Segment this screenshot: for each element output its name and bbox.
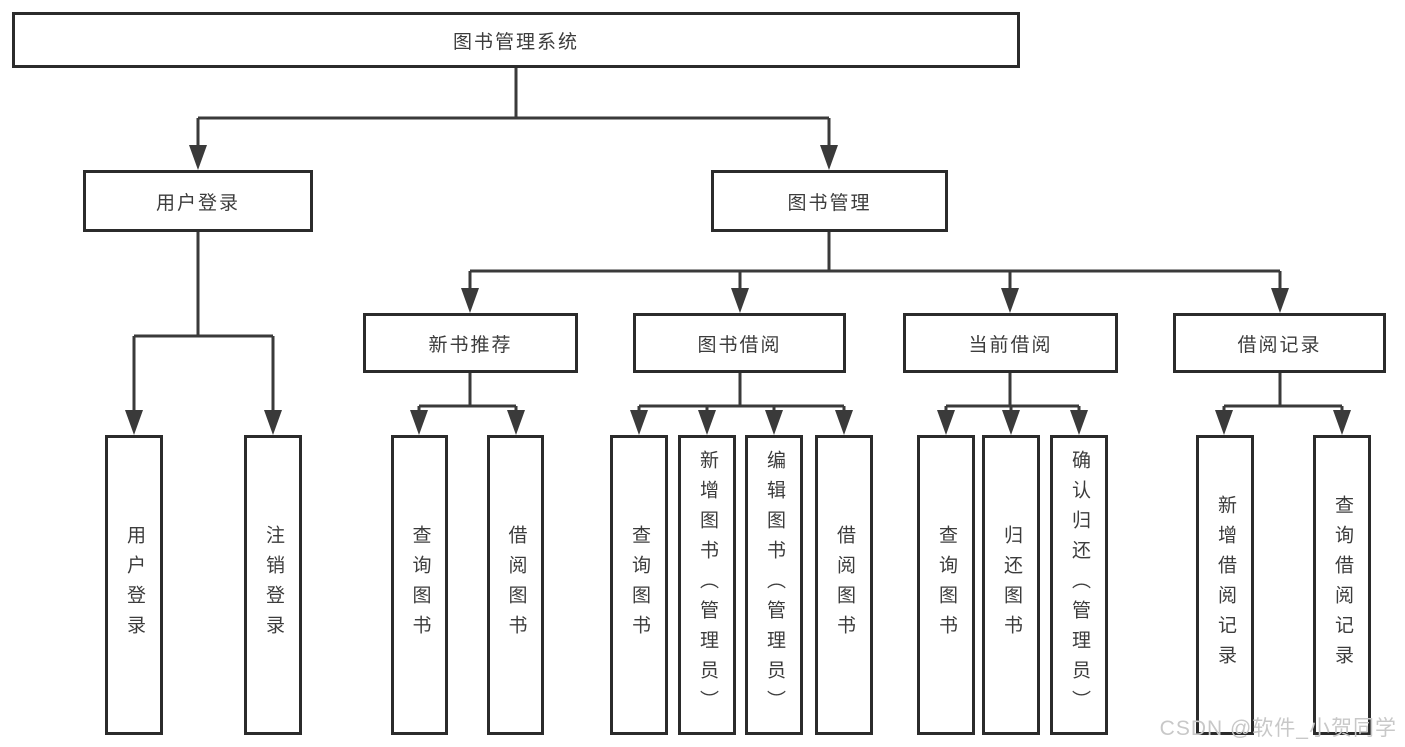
leaf-br-query-record-label: 查询借阅记录 bbox=[1331, 495, 1353, 675]
leaf-bb-query-books-label: 查询图书 bbox=[628, 525, 650, 645]
node-book-management-label: 图书管理 bbox=[787, 192, 872, 214]
leaf-logout-login: 注销登录 bbox=[244, 435, 302, 735]
leaf-nbr-borrow-books-label: 借阅图书 bbox=[505, 525, 527, 645]
leaf-bb-add-books-label: 新增图书（管理员） bbox=[696, 450, 718, 720]
node-book-management: 图书管理 bbox=[711, 170, 948, 232]
leaf-bb-borrow-books-label: 借阅图书 bbox=[833, 525, 855, 645]
leaf-user-login: 用户登录 bbox=[105, 435, 163, 735]
node-current-borrow: 当前借阅 bbox=[903, 313, 1118, 373]
leaf-cb-confirm-return-label: 确认归还（管理员） bbox=[1068, 450, 1090, 720]
leaf-cb-confirm-return: 确认归还（管理员） bbox=[1050, 435, 1108, 735]
node-borrow-records: 借阅记录 bbox=[1173, 313, 1386, 373]
leaf-br-add-record-label: 新增借阅记录 bbox=[1214, 495, 1236, 675]
leaf-bb-add-books: 新增图书（管理员） bbox=[678, 435, 736, 735]
leaf-br-query-record: 查询借阅记录 bbox=[1313, 435, 1371, 735]
leaf-nbr-query-books-label: 查询图书 bbox=[409, 525, 431, 645]
leaf-bb-edit-books: 编辑图书（管理员） bbox=[745, 435, 803, 735]
leaf-user-login-label: 用户登录 bbox=[123, 525, 145, 645]
leaf-logout-login-label: 注销登录 bbox=[262, 525, 284, 645]
node-book-borrow-label: 图书借阅 bbox=[697, 334, 782, 356]
node-current-borrow-label: 当前借阅 bbox=[968, 334, 1053, 356]
leaf-bb-edit-books-label: 编辑图书（管理员） bbox=[763, 450, 785, 720]
leaf-bb-query-books: 查询图书 bbox=[610, 435, 668, 735]
leaf-nbr-borrow-books: 借阅图书 bbox=[487, 435, 544, 735]
leaf-br-add-record: 新增借阅记录 bbox=[1196, 435, 1254, 735]
leaf-cb-query-books: 查询图书 bbox=[917, 435, 975, 735]
leaf-bb-borrow-books: 借阅图书 bbox=[815, 435, 873, 735]
node-new-book-recommend-label: 新书推荐 bbox=[428, 334, 513, 356]
node-book-borrow: 图书借阅 bbox=[633, 313, 846, 373]
leaf-cb-return-books-label: 归还图书 bbox=[1000, 525, 1022, 645]
node-borrow-records-label: 借阅记录 bbox=[1237, 334, 1322, 356]
leaf-nbr-query-books: 查询图书 bbox=[391, 435, 448, 735]
watermark: CSDN @软件_小贺同学 bbox=[1159, 717, 1397, 740]
node-user-login: 用户登录 bbox=[83, 170, 313, 232]
leaf-cb-query-books-label: 查询图书 bbox=[935, 525, 957, 645]
node-root-label: 图书管理系统 bbox=[452, 31, 579, 53]
leaf-cb-return-books: 归还图书 bbox=[982, 435, 1040, 735]
node-root: 图书管理系统 bbox=[12, 12, 1020, 68]
node-user-login-label: 用户登录 bbox=[155, 192, 240, 214]
node-new-book-recommend: 新书推荐 bbox=[363, 313, 578, 373]
